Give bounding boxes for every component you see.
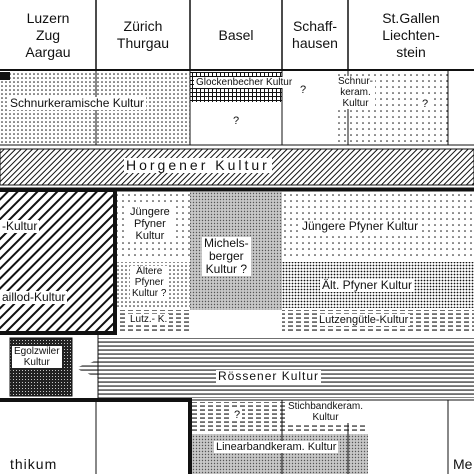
label-michelsberg: Michels- berger Kultur ?: [202, 236, 251, 276]
label-linearband: Linearbandkeram. Kultur: [214, 441, 339, 453]
label-pfyn-old-sg: Ält. Pfyner Kultur: [320, 278, 415, 292]
column-header-0: Luzern Zug Aargau: [25, 9, 71, 60]
label-cortaillod-low: aillod-Kultur: [0, 290, 68, 304]
label-cortaillod: -Kultur: [0, 219, 40, 233]
qmark-basel: ?: [231, 115, 242, 127]
top-left-dark: [0, 72, 10, 80]
cortaillod-fill: [0, 192, 113, 331]
column-header-3: Schaff- hausen: [292, 18, 338, 51]
column-header-2: Basel: [218, 26, 254, 43]
qmark-sg: ?: [420, 98, 431, 110]
label-egolzwil: Egolzwiler Kultur: [12, 346, 62, 368]
label-pfyn-young-zh: Jüngere Pfyner Kultur: [128, 206, 172, 242]
qmark-glocken: ?: [298, 84, 309, 96]
label-schnurkeramik: Schnurkeramische Kultur: [8, 96, 147, 110]
label-meso-right: Me: [451, 456, 474, 472]
pfyn-sg-top-fill: [366, 72, 448, 145]
rossen-fill: [75, 338, 474, 398]
label-lutz-k: Lutz.- K.: [128, 314, 170, 325]
label-glockenbecher: Glockenbecher Kultur: [194, 77, 295, 88]
column-header-4: St.Gallen Liechten- stein: [382, 9, 440, 60]
label-lutzengutle: Lutzengütle-Kultur: [317, 314, 411, 326]
horgen-band: [0, 148, 474, 186]
label-horgen: Horgener Kultur: [124, 157, 272, 173]
label-stichband: Stichbandkeram. Kultur: [286, 401, 366, 423]
label-mesolithikum: thikum: [8, 456, 60, 472]
linearband-fill: [192, 434, 368, 474]
label-pfyn-young-sg: Jüngere Pfyner Kultur: [300, 219, 421, 233]
qmark-stich: ?: [232, 409, 243, 421]
column-header-1: Zürich Thurgau: [116, 18, 170, 51]
label-schnurkeram-sh: Schnur- keram. Kultur: [336, 76, 376, 109]
label-rossen: Rössener Kultur: [216, 369, 322, 383]
label-pfyn-old-zh: Ältere Pfyner Kultur ?: [130, 266, 169, 299]
